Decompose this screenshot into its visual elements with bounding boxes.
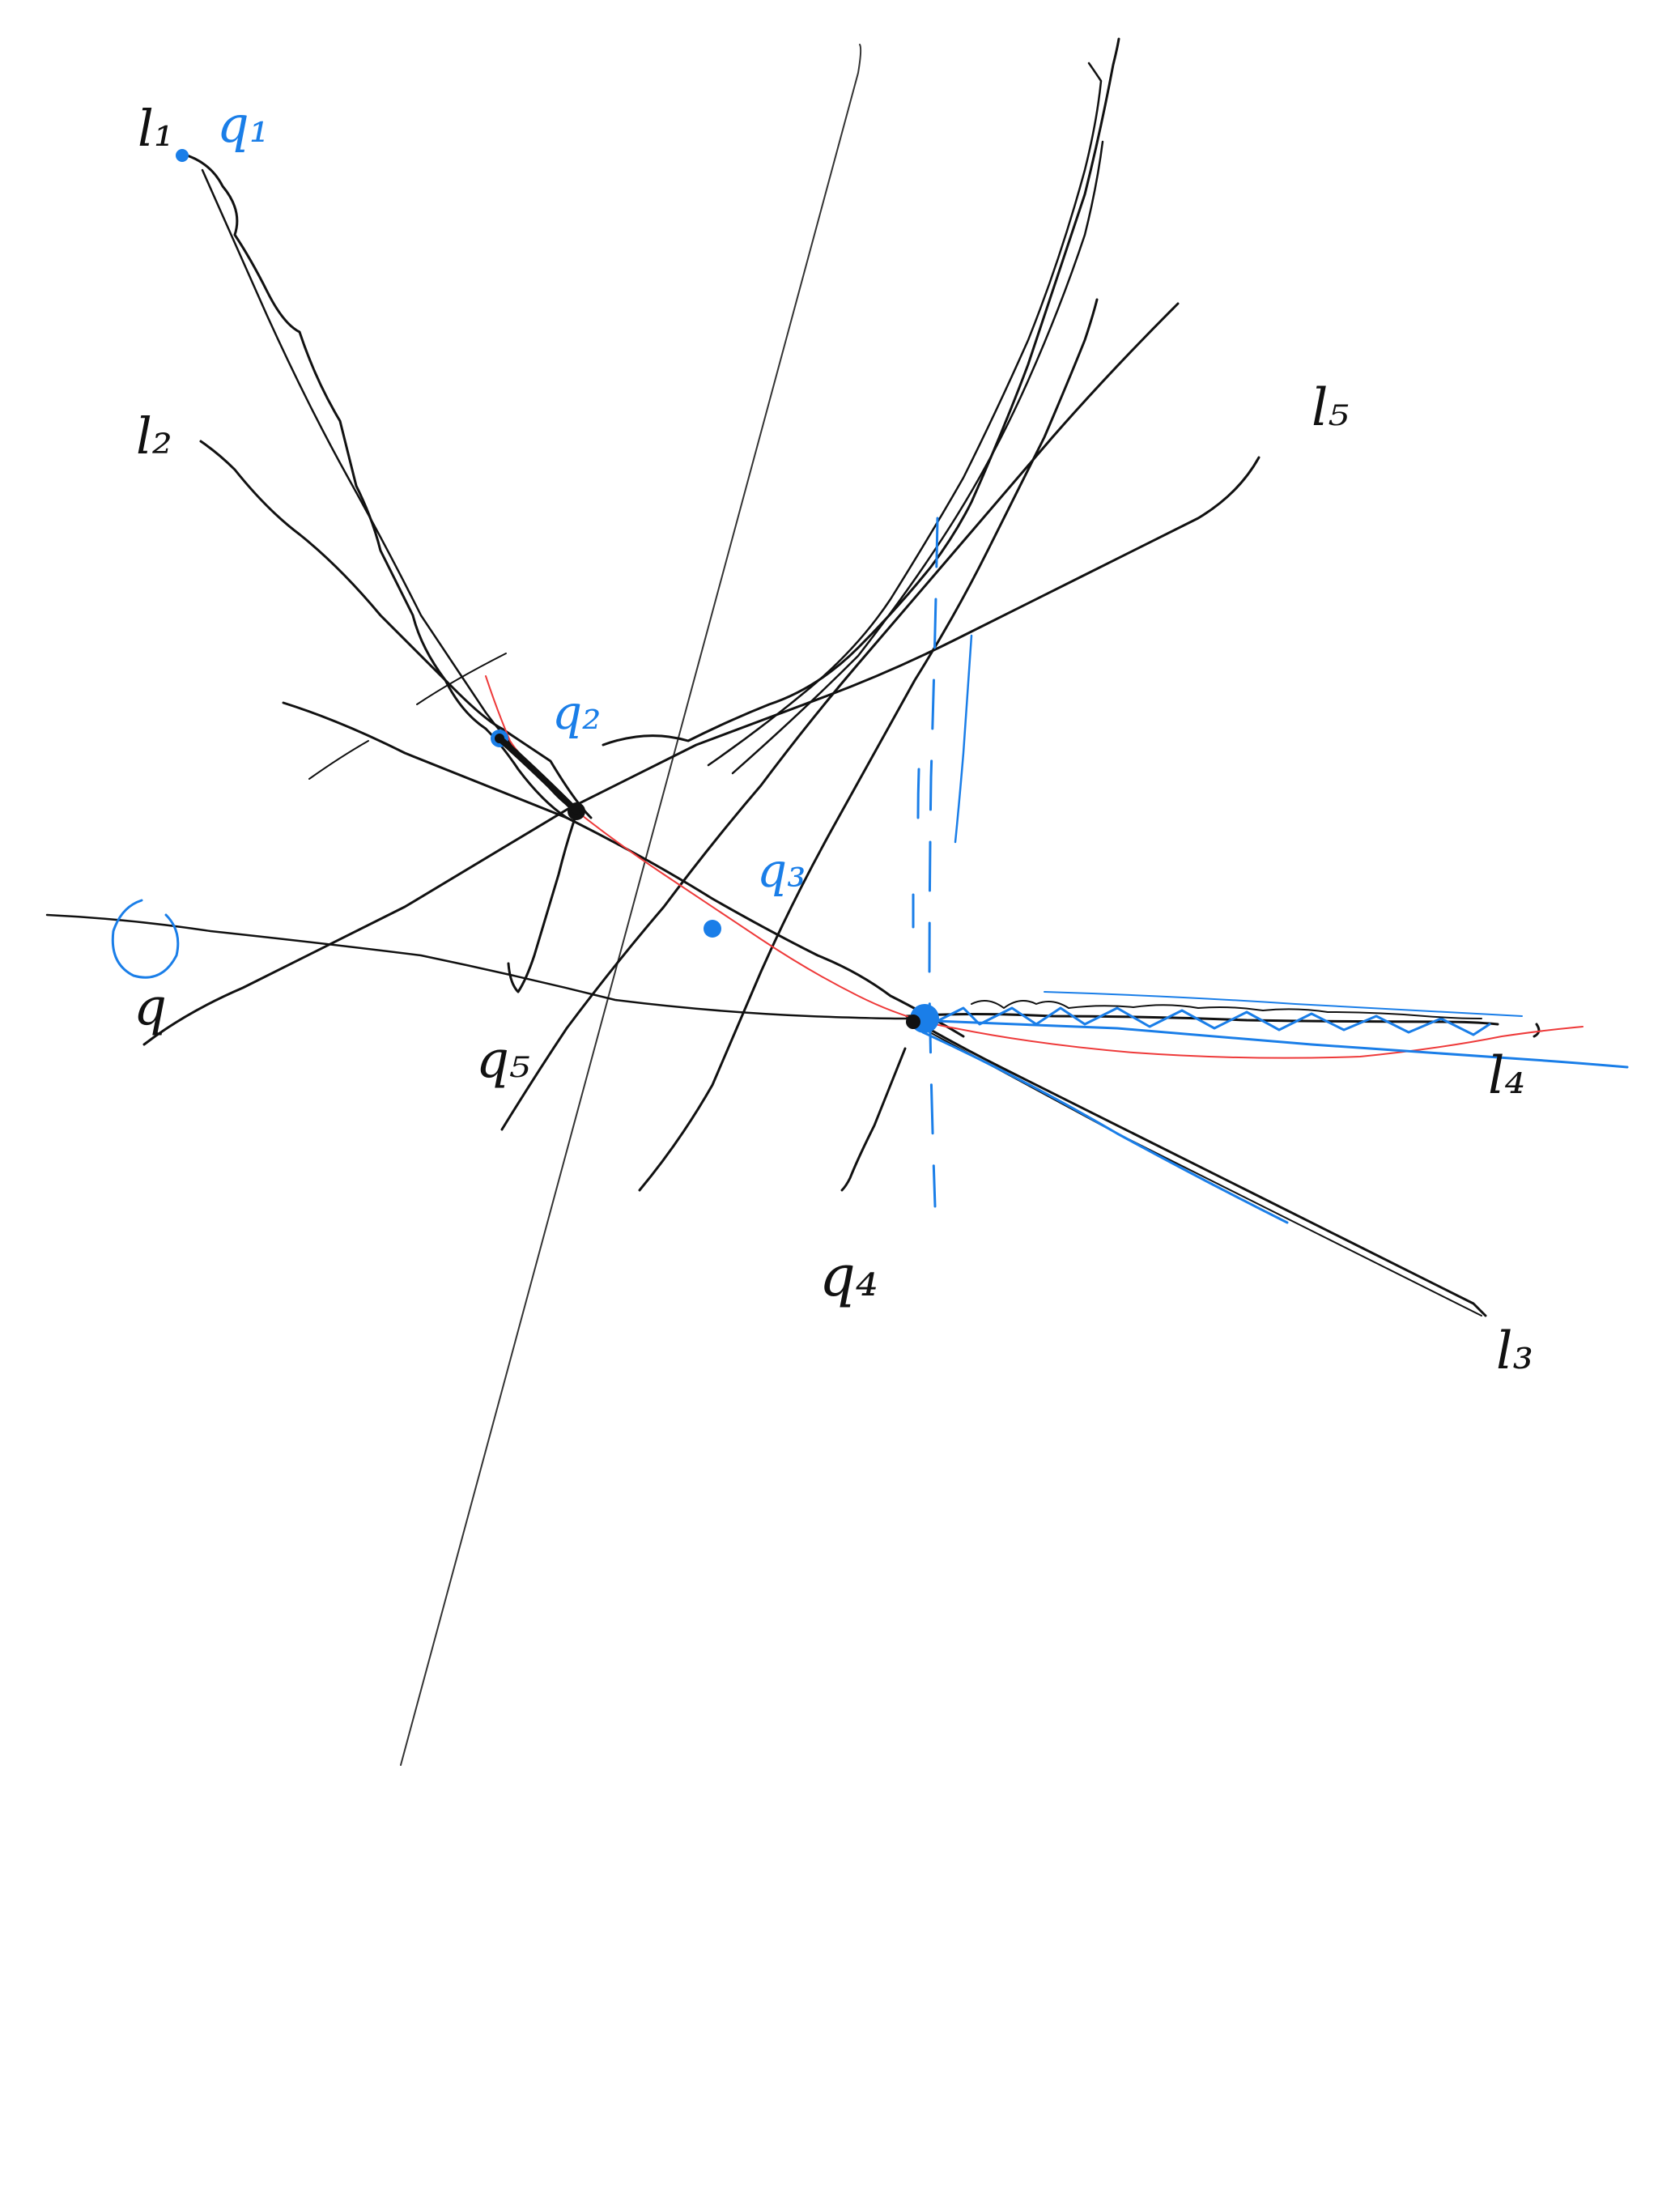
- label-l1: l₁: [138, 99, 174, 158]
- blue-line-upper: [1044, 991, 1523, 1017]
- label-l3: l₃: [1496, 1321, 1533, 1381]
- point-q3[interactable]: [704, 920, 721, 938]
- label-q-left: q: [134, 977, 167, 1037]
- conic-curve-3: [731, 140, 1104, 775]
- line-l2: [199, 440, 593, 819]
- stroke-q2-down: [507, 812, 578, 993]
- line-l3: [905, 1015, 1487, 1317]
- line-l1-second-stroke: [201, 168, 576, 811]
- label-l4: l₄: [1488, 1046, 1525, 1106]
- blue-dash-left: [916, 768, 920, 819]
- line-l1: [181, 152, 568, 819]
- label-l2: l₂: [136, 406, 172, 466]
- blue-line-l3: [921, 1031, 1289, 1224]
- tick-mark-2: [308, 740, 369, 780]
- line-l4: [45, 913, 908, 1020]
- red-curve: [485, 675, 1584, 1059]
- point-q4[interactable]: [906, 1004, 939, 1033]
- conic-curve-5: [638, 298, 1099, 1192]
- segment-q2-q2: [496, 735, 580, 815]
- label-q3: q₃: [757, 843, 806, 898]
- blue-dashed-vertical: [928, 517, 939, 1208]
- label-q2: q₂: [552, 685, 601, 740]
- line-through-q2: [282, 701, 965, 1038]
- line-l4-right: [905, 1013, 1499, 1026]
- line-l4-hook: [1533, 1023, 1541, 1038]
- blue-solid-vertical: [954, 634, 973, 844]
- black-scribble-l4: [971, 1000, 1482, 1019]
- point-q1[interactable]: [176, 149, 189, 162]
- conic-curve-2: [707, 62, 1103, 767]
- line-l5: [142, 456, 1261, 1046]
- label-q5: q₅: [476, 1030, 530, 1090]
- conic-curve-4: [500, 302, 1180, 1131]
- blue-line-l4: [913, 1019, 1629, 1069]
- label-q4: q₄: [819, 1243, 878, 1309]
- blue-zigzag: [937, 1006, 1491, 1036]
- label-l5: l₅: [1312, 378, 1349, 438]
- conic-curve-1: [602, 37, 1120, 747]
- tick-mark-1: [416, 653, 507, 705]
- long-diagonal-line: [400, 44, 862, 1766]
- blue-circle-left: [111, 899, 180, 979]
- label-q1: q₁: [217, 95, 270, 154]
- stroke-q4-down: [840, 1047, 907, 1192]
